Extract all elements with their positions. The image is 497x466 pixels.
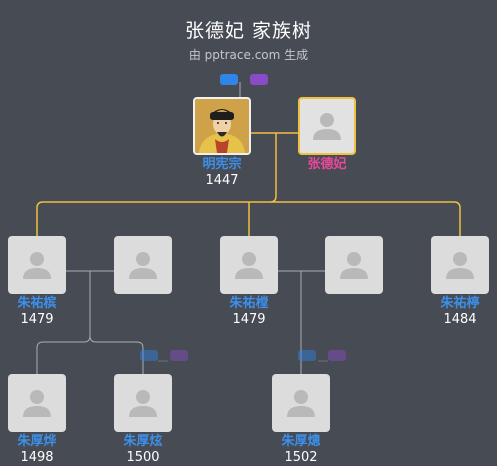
avatar-placeholder-icon — [8, 374, 66, 432]
person-name: 朱厚炫 — [123, 434, 163, 449]
tag-blue[interactable] — [220, 74, 238, 85]
avatar-placeholder-icon — [8, 236, 66, 294]
person-card-father[interactable]: 明宪宗 1447 — [193, 97, 251, 188]
parents-to-children-line — [36, 133, 461, 236]
tag-blue[interactable] — [140, 350, 158, 361]
person-name: 朱祐楟 — [440, 296, 480, 311]
person-birth-year: 1498 — [20, 450, 54, 465]
avatar-placeholder-icon — [114, 236, 172, 294]
person-birth-year: 1484 — [443, 312, 477, 327]
person-name: 朱祐樘 — [229, 296, 269, 311]
person-birth-year: 1479 — [232, 312, 266, 327]
child1-children-line — [36, 271, 144, 374]
person-card-child3[interactable]: 朱祐楟 1484 — [431, 236, 489, 327]
person-card-grandchild3[interactable]: 朱厚熜 1502 — [272, 374, 330, 465]
page-title: 张德妃 家族树 — [184, 20, 313, 42]
page-subtitle: 由 pptrace.com 生成 — [188, 48, 309, 62]
person-card-child1-spouse[interactable] — [114, 236, 172, 294]
avatar-placeholder-icon — [325, 236, 383, 294]
avatar-placeholder-icon — [272, 374, 330, 432]
person-birth-year: 1479 — [20, 312, 54, 327]
person-birth-year: 1500 — [126, 450, 160, 465]
person-birth-year: 1447 — [205, 173, 239, 188]
tag-purple[interactable] — [170, 350, 188, 361]
person-card-grandchild2[interactable]: 朱厚炫 1500 — [114, 374, 172, 465]
portrait-photo — [193, 97, 251, 155]
person-name: 朱厚熜 — [281, 434, 321, 449]
tag-purple[interactable] — [328, 350, 346, 361]
person-name: 张德妃 — [307, 157, 347, 172]
person-name: 朱厚烨 — [17, 434, 57, 449]
tag-purple[interactable] — [250, 74, 268, 85]
person-card-child2[interactable]: 朱祐樘 1479 — [220, 236, 278, 327]
person-card-child1[interactable]: 朱祐槟 1479 — [8, 236, 66, 327]
tag-blue[interactable] — [298, 350, 316, 361]
avatar-placeholder-icon — [431, 236, 489, 294]
avatar-placeholder-icon — [220, 236, 278, 294]
person-card-grandchild1[interactable]: 朱厚烨 1498 — [8, 374, 66, 465]
person-birth-year: 1502 — [284, 450, 318, 465]
person-card-mother[interactable]: 张德妃 — [298, 97, 356, 172]
avatar-placeholder-icon — [114, 374, 172, 432]
person-name: 朱祐槟 — [17, 296, 57, 311]
avatar-placeholder-icon — [298, 97, 356, 155]
person-card-child2-spouse[interactable] — [325, 236, 383, 294]
person-name: 明宪宗 — [202, 157, 242, 172]
